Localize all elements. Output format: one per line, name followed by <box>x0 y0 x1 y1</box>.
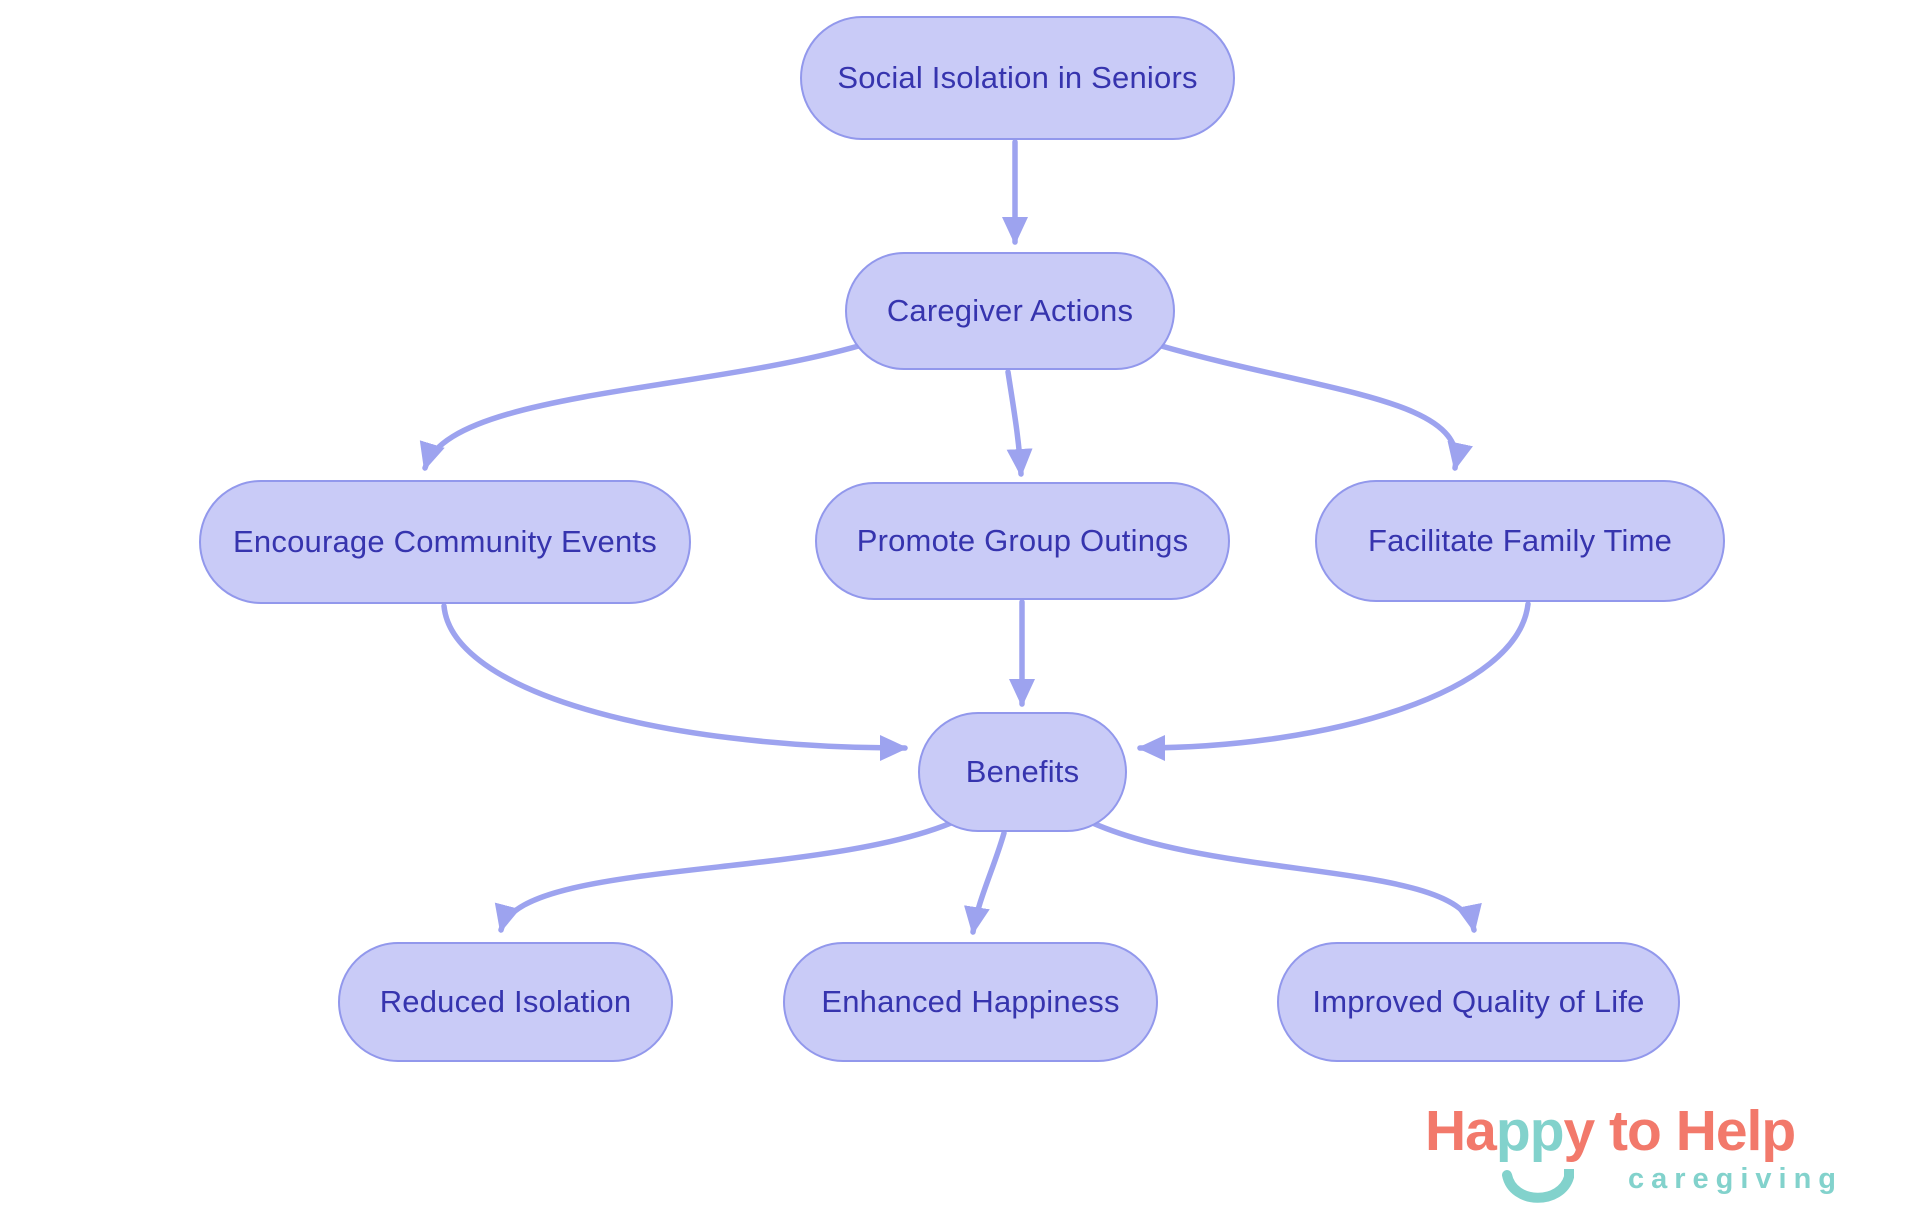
logo-subtitle: caregiving <box>1627 1163 1843 1195</box>
smile-icon <box>1502 1169 1574 1203</box>
logo-title-segment-3: y to Help <box>1563 1099 1797 1163</box>
node-improved-quality-of-life-label: Improved Quality of Life <box>1312 984 1645 1019</box>
edge-benefits-to-improved <box>1083 817 1482 933</box>
logo-title: Happy to Help <box>1425 1103 1885 1160</box>
node-social-isolation-label: Social Isolation in Seniors <box>837 60 1198 95</box>
edge-caregiver-to-promote <box>1005 369 1033 477</box>
node-caregiver-actions-label: Caregiver Actions <box>886 293 1134 328</box>
edge-benefits-to-reduced <box>494 817 961 933</box>
node-benefits-label: Benefits <box>965 754 1080 789</box>
node-encourage-community-events-label: Encourage Community Events <box>233 524 657 559</box>
node-social-isolation: Social Isolation in Seniors <box>800 16 1235 140</box>
node-promote-group-outings: Promote Group Outings <box>815 482 1230 600</box>
node-promote-group-outings-label: Promote Group Outings <box>856 523 1189 558</box>
node-encourage-community-events: Encourage Community Events <box>199 480 691 604</box>
logo-title-segment-1: Ha <box>1425 1099 1497 1163</box>
edge-caregiver-to-encourage <box>419 342 865 471</box>
node-caregiver-actions: Caregiver Actions <box>845 252 1175 370</box>
happy-to-help-logo: Happy to Help caregiving <box>1425 1103 1885 1208</box>
edge-caregiver-to-facilitate <box>1155 342 1473 471</box>
node-enhanced-happiness-label: Enhanced Happiness <box>821 984 1120 1019</box>
node-enhanced-happiness: Enhanced Happiness <box>783 942 1158 1062</box>
edge-facilitate-to-benefits <box>1137 601 1531 761</box>
node-facilitate-family-time-label: Facilitate Family Time <box>1367 523 1673 558</box>
node-benefits: Benefits <box>918 712 1127 832</box>
node-reduced-isolation-label: Reduced Isolation <box>379 984 632 1019</box>
node-facilitate-family-time: Facilitate Family Time <box>1315 480 1725 602</box>
edge-benefits-to-enhanced <box>964 830 1007 935</box>
logo-title-segment-2: pp <box>1495 1099 1565 1163</box>
edge-encourage-to-benefits <box>441 603 908 761</box>
node-reduced-isolation: Reduced Isolation <box>338 942 673 1062</box>
node-improved-quality-of-life: Improved Quality of Life <box>1277 942 1680 1062</box>
